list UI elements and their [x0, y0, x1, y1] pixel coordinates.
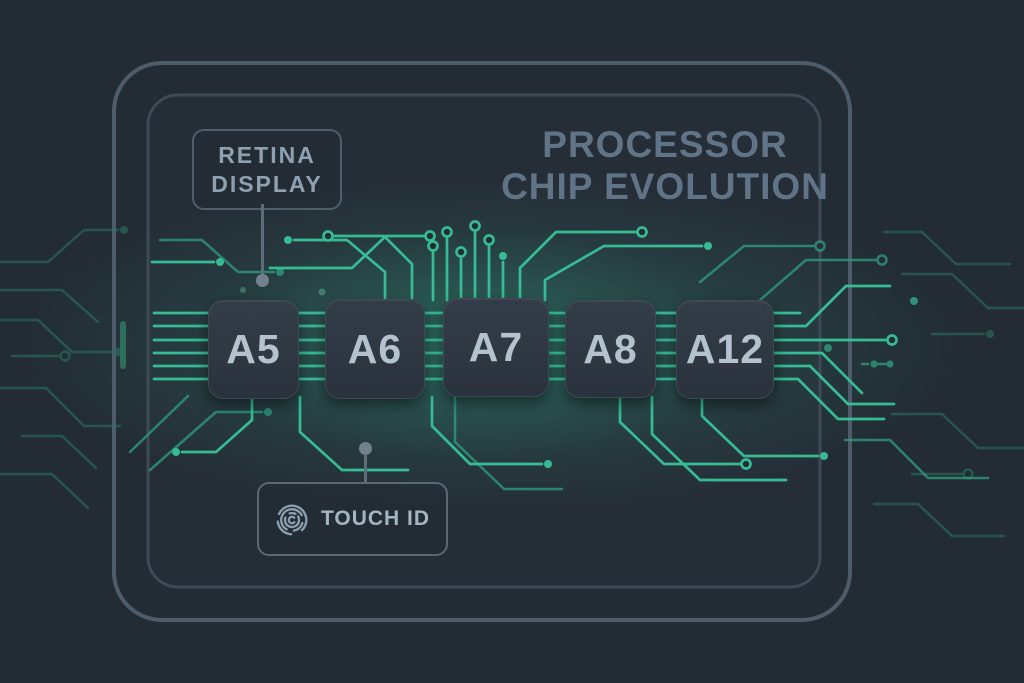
touch-id-callout: TOUCH ID: [257, 482, 448, 556]
page-title-line1: PROCESSOR: [542, 124, 788, 165]
circuit-traces-mid: [128, 238, 990, 491]
retina-connector-line: [261, 204, 264, 276]
retina-callout-line1: RETINA: [218, 141, 316, 168]
touch-id-connector-line: [364, 454, 367, 483]
chip-a6: A6: [325, 299, 425, 399]
chip-a5-label: A5: [226, 326, 281, 372]
chip-a8: A8: [565, 300, 656, 398]
chip-a7: A7: [443, 298, 549, 397]
circuit-traces-faint: [0, 226, 1024, 538]
retina-display-callout: RETINA DISPLAY: [192, 129, 342, 210]
page-title-line2: CHIP EVOLUTION: [501, 166, 829, 207]
chip-a7-label: A7: [468, 324, 524, 370]
page-title: PROCESSOR CHIP EVOLUTION: [450, 124, 880, 208]
chip-a8-label: A8: [583, 325, 638, 372]
chip-a6-label: A6: [347, 325, 403, 372]
chip-a12-label: A12: [685, 326, 765, 372]
side-button: [120, 321, 126, 369]
retina-callout-line2: DISPLAY: [211, 170, 323, 197]
touch-id-connector-dot: [359, 442, 372, 455]
chip-a5: A5: [208, 300, 299, 399]
retina-connector-dot: [256, 274, 269, 287]
fingerprint-icon: [276, 504, 308, 536]
touch-id-label: TOUCH ID: [320, 507, 431, 530]
chip-a12: A12: [676, 300, 774, 399]
